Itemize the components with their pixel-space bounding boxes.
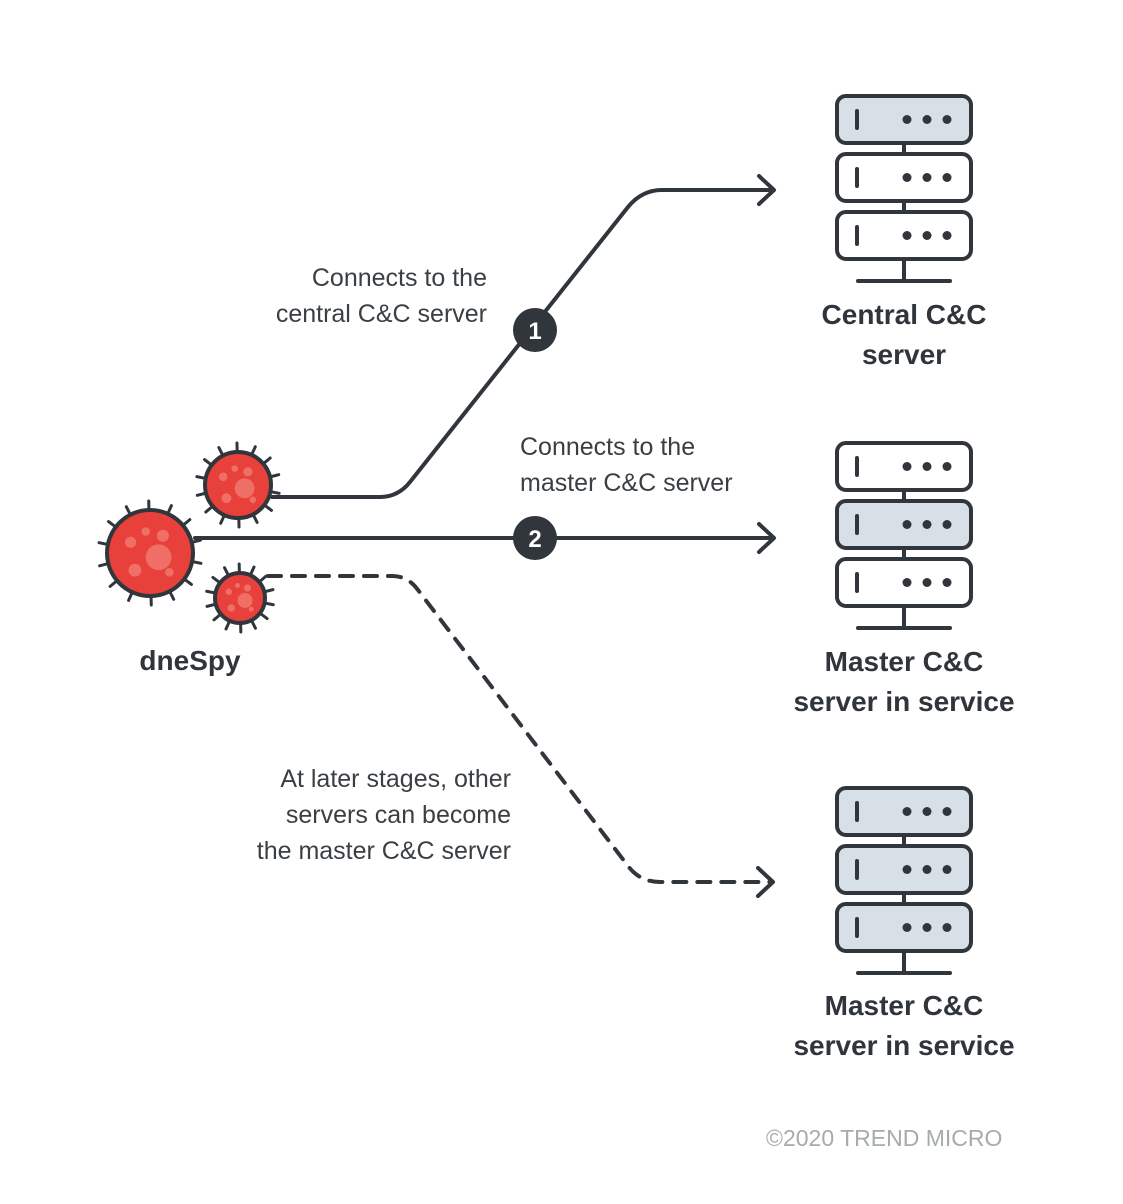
arrowhead-dashed [756,866,775,898]
step-badge-2: 2 [513,516,557,560]
copyright: ©2020 TREND MICRO [766,1125,1003,1151]
server-unit [835,152,973,203]
connection-label-later-stages: At later stages, other servers can becom… [256,765,511,865]
arrowhead-central [757,174,776,206]
malware-name: dneSpy [139,645,241,676]
step-number: 2 [528,526,541,553]
server-unit [835,902,973,953]
step-badge-1: 1 [513,308,557,352]
server-title-central: Central C&C server [821,299,987,370]
virus-icon-top [195,441,281,529]
connection-label-master: Connects to the master C&C server [520,433,733,497]
virus-icon-small [205,562,275,634]
connection-line-dashed [266,574,772,884]
server-title-master-2: Master C&C server in service [793,990,1015,1061]
arrowhead-master [757,522,776,554]
server-rack-icon-master-2 [835,786,973,975]
connection-label-central: Connects to the central C&C server [275,264,487,328]
server-rack-icon-central [835,94,973,283]
server-unit [835,786,973,837]
server-unit [835,844,973,895]
server-unit [835,441,973,492]
server-unit [835,210,973,261]
server-unit [835,499,973,550]
server-unit [835,557,973,608]
server-unit [835,94,973,145]
server-title-master-1: Master C&C server in service [793,646,1015,717]
virus-icon-large [97,499,203,607]
server-rack-icon-master-1 [835,441,973,630]
step-number: 1 [528,318,541,345]
